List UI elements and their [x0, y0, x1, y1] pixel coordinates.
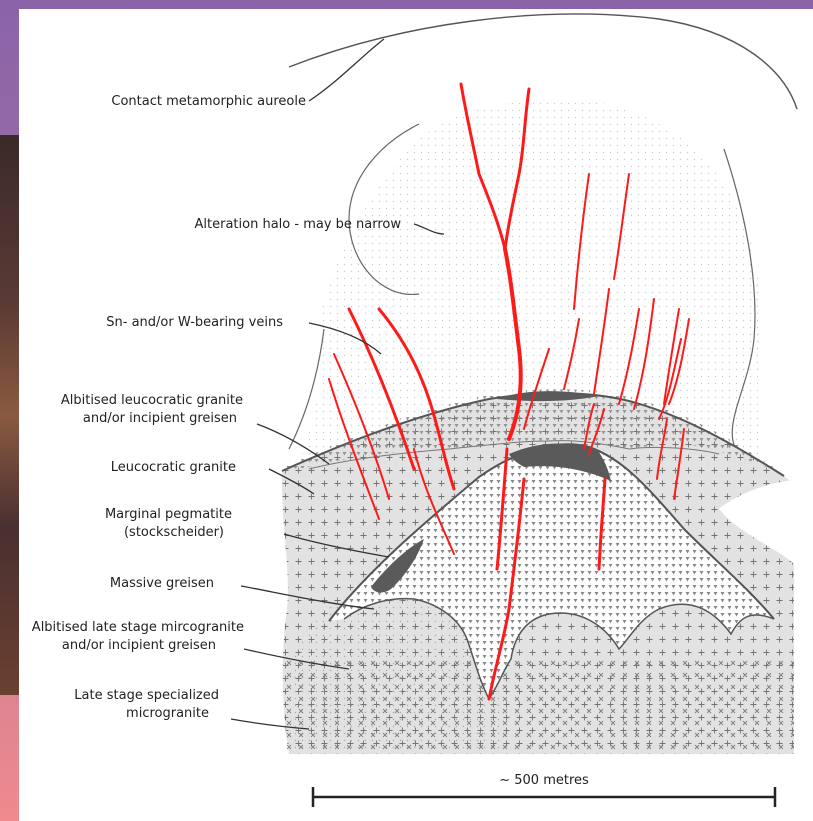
label-albitised-leuco-1: Albitised leucocratic granite [61, 393, 243, 408]
label-pegmatite-2: (stockscheider) [124, 525, 224, 540]
scale-bar-label: ~ 500 metres [499, 773, 589, 788]
label-albitised-micro-2: and/or incipient greisen [62, 638, 216, 653]
label-specialized-micro-1: Late stage specialized [74, 688, 219, 703]
label-pegmatite-1: Marginal pegmatite [105, 507, 232, 522]
label-veins: Sn- and/or W-bearing veins [106, 315, 283, 330]
label-albitised-leuco-2: and/or incipient greisen [83, 411, 237, 426]
aureole-outline [289, 14, 797, 109]
label-leuco-granite: Leucocratic granite [111, 460, 236, 475]
label-alteration-halo: Alteration halo - may be narrow [195, 217, 402, 232]
label-specialized-micro-2: microgranite [126, 706, 209, 721]
greisen-deposit-diagram: Contact metamorphic aureole Alteration h… [19, 9, 813, 821]
specialized-microgranite [284, 659, 794, 754]
background-photo-strip [0, 135, 19, 695]
label-contact-aureole: Contact metamorphic aureole [111, 94, 306, 109]
diagram-panel: Contact metamorphic aureole Alteration h… [19, 9, 813, 821]
label-albitised-micro-1: Albitised late stage mircogranite [32, 620, 244, 635]
label-massive-greisen: Massive greisen [110, 576, 214, 591]
scale-bar: ~ 500 metres [313, 773, 775, 807]
